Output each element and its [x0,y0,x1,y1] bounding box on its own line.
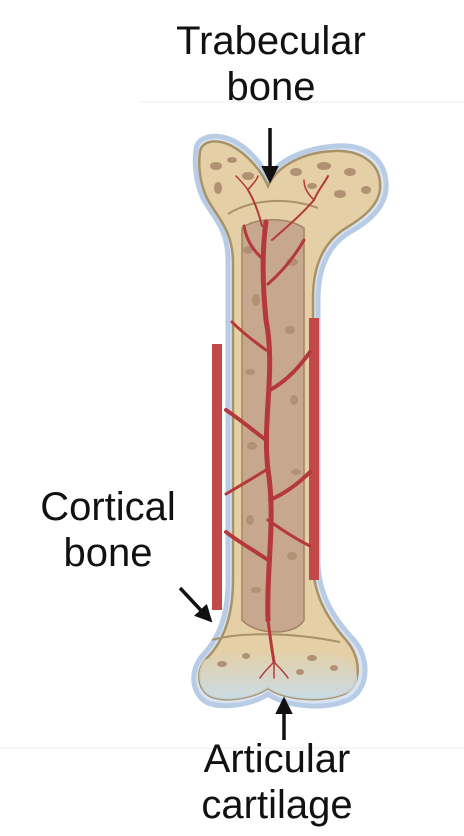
cortical-bone-label: Cortical bone [10,484,206,576]
cortical-band-right [309,318,319,580]
cortical-label-line2: bone [10,530,206,576]
articular-label-line1: Articular [172,736,382,782]
trabecular-bone-label: Trabecular bone [148,18,394,110]
trabecular-label-line1: Trabecular [148,18,394,64]
cortical-band-left [212,344,222,610]
articular-label-line2: cartilage [172,782,382,828]
arrow-down-right-icon [180,588,210,620]
cortical-label-line1: Cortical [10,484,206,530]
articular-cartilage-label: Articular cartilage [172,736,382,828]
trabecular-label-line2: bone [148,64,394,110]
medullary-cavity [242,220,304,632]
articular-cartilage [199,650,357,700]
